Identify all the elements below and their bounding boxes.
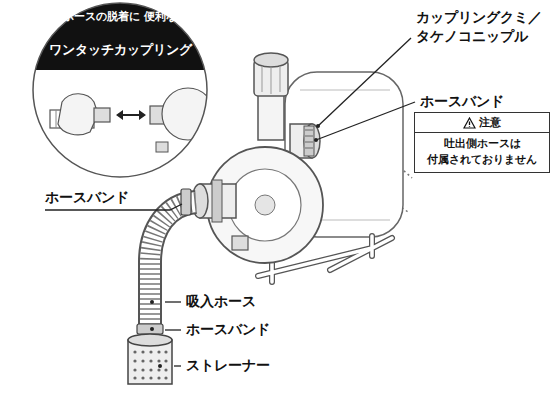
part-label: ホースバンド xyxy=(186,320,270,339)
callout-title: ワンタッチカップリング xyxy=(40,42,200,59)
callout-text: ホースの脱着に 便利な xyxy=(60,10,180,24)
warning-icon xyxy=(463,117,476,129)
part-label: ホースバンド xyxy=(420,92,504,111)
part-label: ストレーナー xyxy=(186,356,270,375)
callout-circle: ホースの脱着に 便利なワンタッチカップリング xyxy=(32,2,208,178)
part-label: カップリングクミ／ タケノコニップル xyxy=(416,8,556,46)
part-label: 吸入ホース xyxy=(186,292,256,311)
caution-title: 注意 xyxy=(479,115,501,130)
callout-circle-shape xyxy=(32,2,208,178)
caution-header: 注意 xyxy=(415,113,549,133)
caution-body: 吐出側ホースは 付属されておりません xyxy=(415,133,549,172)
part-label: ホースバンド xyxy=(45,188,129,207)
caution-box: 注意吐出側ホースは 付属されておりません xyxy=(414,112,550,173)
